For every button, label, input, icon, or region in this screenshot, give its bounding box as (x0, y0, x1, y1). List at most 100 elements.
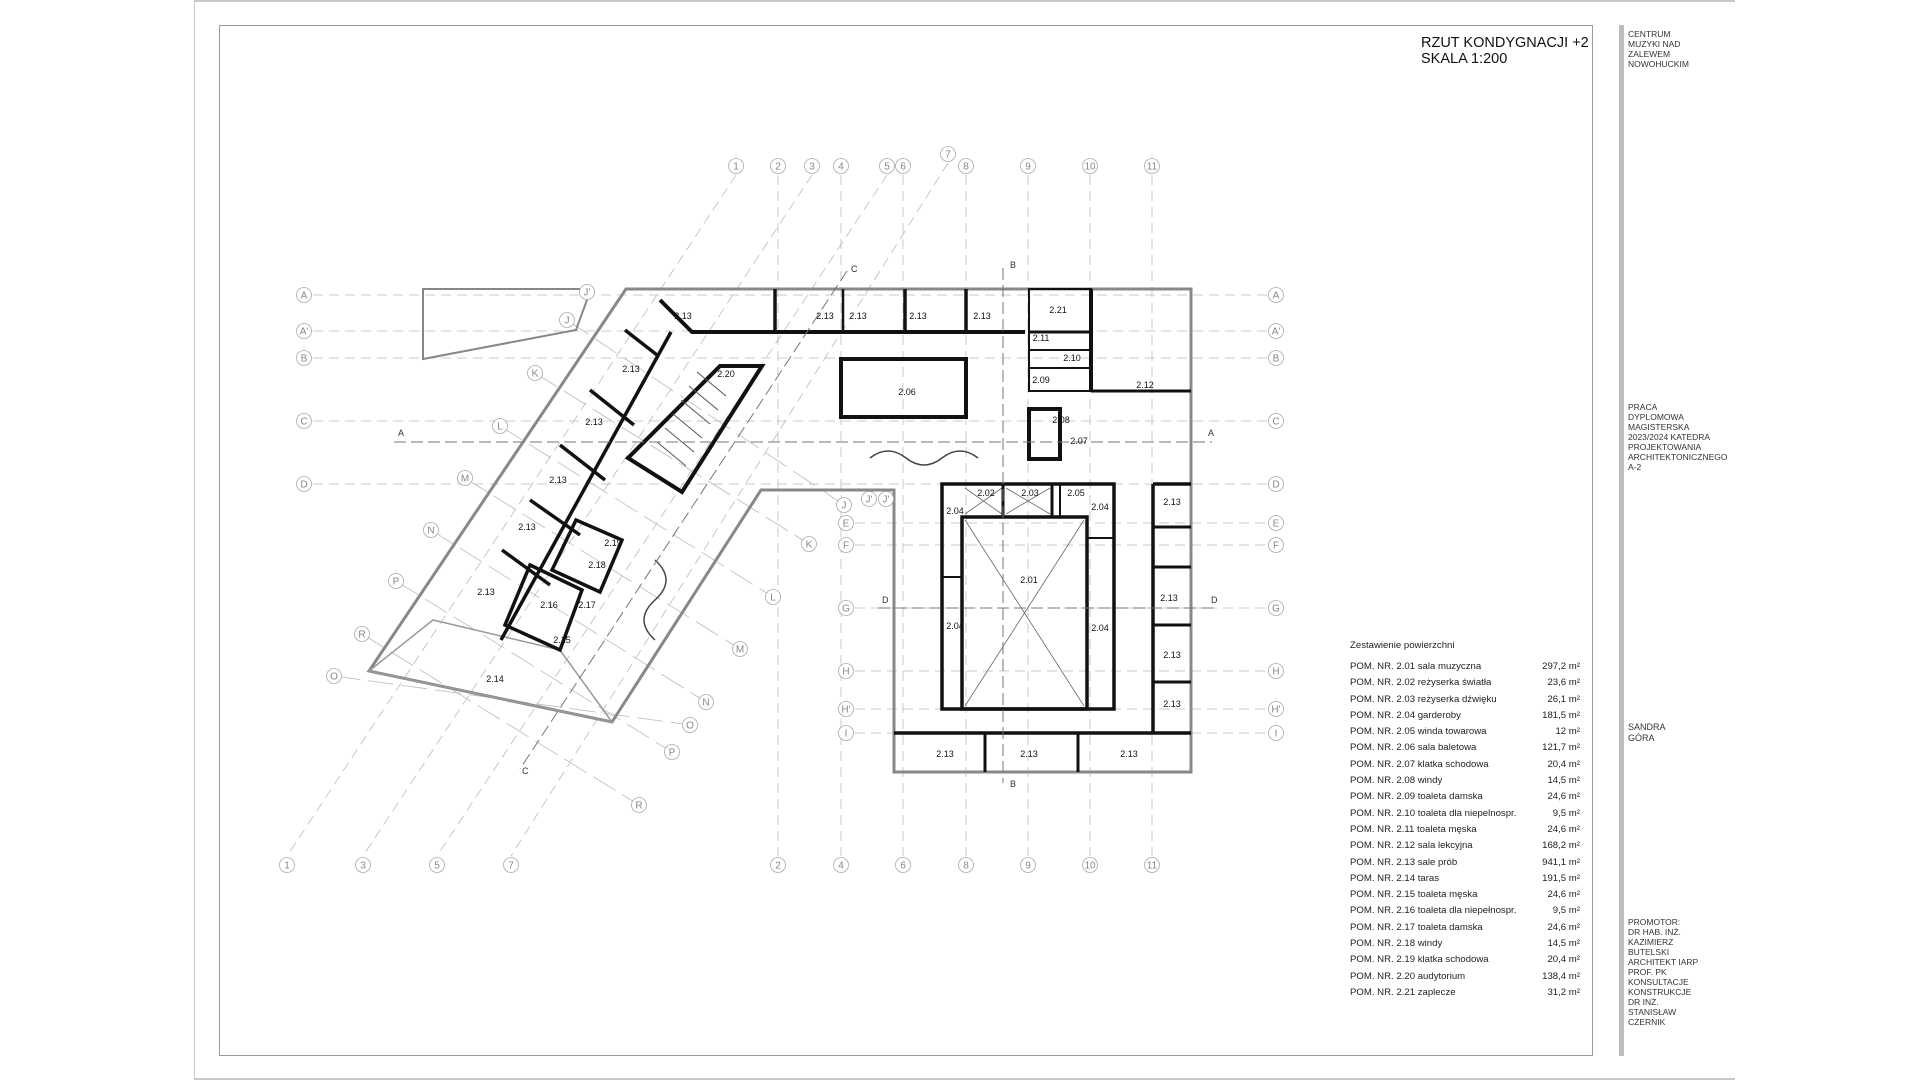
room-label-2.15: 2.15 (553, 635, 571, 645)
room-label-2.13: 2.13 (973, 311, 991, 321)
grid-line-column (510, 162, 949, 857)
room-label-2.04: 2.04 (1091, 623, 1109, 633)
area-room-label: POM. NR. 2.06 sala baletowa (1350, 742, 1477, 754)
grid-row-marker-left: F (838, 537, 854, 553)
grid-column-marker-top: 8 (958, 158, 974, 174)
grid-row-marker-right: I (1268, 725, 1284, 741)
area-room-label: POM. NR. 2.07 klatka schodowa (1350, 758, 1489, 770)
grid-diagonal-marker: J' (579, 284, 595, 300)
grid-diagonal-marker: O (326, 668, 342, 684)
area-value: 24,6 m² (1547, 823, 1580, 835)
grid-label-text: 7 (508, 861, 514, 872)
grid-line-diagonal (464, 477, 741, 650)
grid-row-marker-left: G (838, 600, 854, 616)
grid-label-text: 1 (733, 162, 739, 173)
grid-label-text: H (842, 667, 849, 678)
area-value: 138,4 m² (1542, 970, 1580, 982)
room-label-2.13: 2.13 (585, 417, 603, 427)
room-label-2.20: 2.20 (717, 369, 735, 379)
room-label-2.17: 2.17 (578, 600, 596, 610)
terrace-outline (367, 619, 614, 724)
room-label-2.13: 2.13 (549, 475, 567, 485)
grid-column-marker-top: 9 (1020, 158, 1036, 174)
grid-label-text: H (1272, 667, 1279, 678)
grid-label-text: 11 (1147, 861, 1158, 872)
grid-column-marker-bottom: 7 (503, 857, 519, 873)
grid-label-text: 10 (1084, 162, 1096, 173)
grid-label-text: D (1272, 480, 1279, 491)
page-bottom-rule (194, 1078, 1735, 1080)
grid-line-diagonal (430, 529, 707, 703)
grid-label-text: L (770, 593, 776, 604)
grid-row-marker-right: A' (1268, 323, 1284, 339)
grid-row-marker-right: B (1268, 350, 1284, 366)
grid-column-marker-bottom: 6 (895, 857, 911, 873)
room-label-2.06: 2.06 (898, 387, 916, 397)
area-row: POM. NR. 2.20 audytorium 138,4 m² (1350, 969, 1580, 985)
thesis-info: PRACA DYPLOMOWA MAGISTERSKA 2023/2024 KA… (1628, 402, 1728, 472)
area-room-label: POM. NR. 2.19 klatka schodowa (1350, 954, 1489, 966)
section-marker: C (851, 264, 858, 274)
area-value: 168,2 m² (1542, 840, 1580, 852)
area-value: 20,4 m² (1547, 954, 1580, 966)
grid-label-text: L (497, 422, 503, 433)
area-value: 9,5 m² (1552, 905, 1580, 917)
room-label-2.16: 2.16 (540, 600, 558, 610)
grid-row-marker-right: C (1268, 413, 1284, 429)
grid-label-text: 8 (963, 861, 969, 872)
grid-label-text: K (532, 369, 539, 380)
room-2.06-walls (839, 357, 968, 419)
grid-label-text: N (427, 526, 434, 537)
grid-diagonal-marker: J' (861, 491, 877, 507)
grid-label-text: 1 (284, 861, 290, 872)
room-label-2.13: 2.13 (1163, 497, 1181, 507)
room-label-2.13: 2.13 (518, 522, 536, 532)
area-room-label: POM. NR. 2.08 windy (1350, 775, 1443, 787)
grid-label-text: 8 (963, 162, 969, 173)
area-value: 121,7 m² (1542, 742, 1580, 754)
grid-label-text: J' (883, 495, 890, 506)
room-label-2.19: 2.19 (604, 538, 622, 548)
room-label-2.18: 2.18 (588, 560, 606, 570)
area-schedule-title: Zestawienie powierzchni (1350, 640, 1455, 651)
grid-label-text: K (806, 540, 813, 551)
grid-column-marker-top: 4 (833, 158, 849, 174)
section-marker: B (1010, 260, 1016, 270)
area-room-label: POM. NR. 2.04 garderoby (1350, 709, 1461, 721)
grid-diagonal-marker: J (559, 312, 575, 328)
grid-column-marker-top: 1 (728, 158, 744, 174)
room-label-2.03: 2.03 (1021, 488, 1039, 498)
area-value: 297,2 m² (1542, 661, 1580, 672)
grid-diagonal-marker: M (457, 470, 473, 486)
grid-label-text: H' (1271, 705, 1280, 716)
title-block-bar (1619, 25, 1624, 1056)
grid-row-marker-right: F (1268, 537, 1284, 553)
room-label-2.02: 2.02 (977, 488, 995, 498)
room-label-2.13: 2.13 (1163, 699, 1181, 709)
area-room-label: POM. NR. 2.21 zaplecze (1350, 986, 1456, 998)
grid-diagonal-marker: R (631, 797, 647, 813)
supervisor-info: PROMOTOR: DR HAB. INŻ. KAZIMIERZ BUTELSK… (1628, 917, 1699, 1027)
area-schedule: Zestawienie powierzchni POM. NR. 2.01 sa… (1350, 640, 1580, 1001)
grid-diagonal-marker: R (354, 626, 370, 642)
grid-column-marker-top: 5 (879, 158, 895, 174)
grid-row-marker-left: H' (838, 701, 854, 717)
grid-label-text: M (736, 645, 744, 656)
grid-label-text: A' (300, 327, 309, 338)
author-name: SANDRA GÓRA (1628, 722, 1666, 743)
grid-label-text: I (845, 729, 848, 740)
room-label-2.08: 2.08 (1052, 415, 1070, 425)
grid-diagonal-marker: L (765, 589, 781, 605)
grid-label-text: A' (1272, 327, 1281, 338)
room-label-2.14: 2.14 (486, 674, 504, 684)
grid-label-text: R (358, 630, 365, 641)
area-room-label: POM. NR. 2.20 audytorium (1350, 970, 1466, 982)
drawing-title: RZUT KONDYGNACJI +2 (1421, 35, 1589, 51)
grid-line-diagonal (566, 319, 845, 506)
